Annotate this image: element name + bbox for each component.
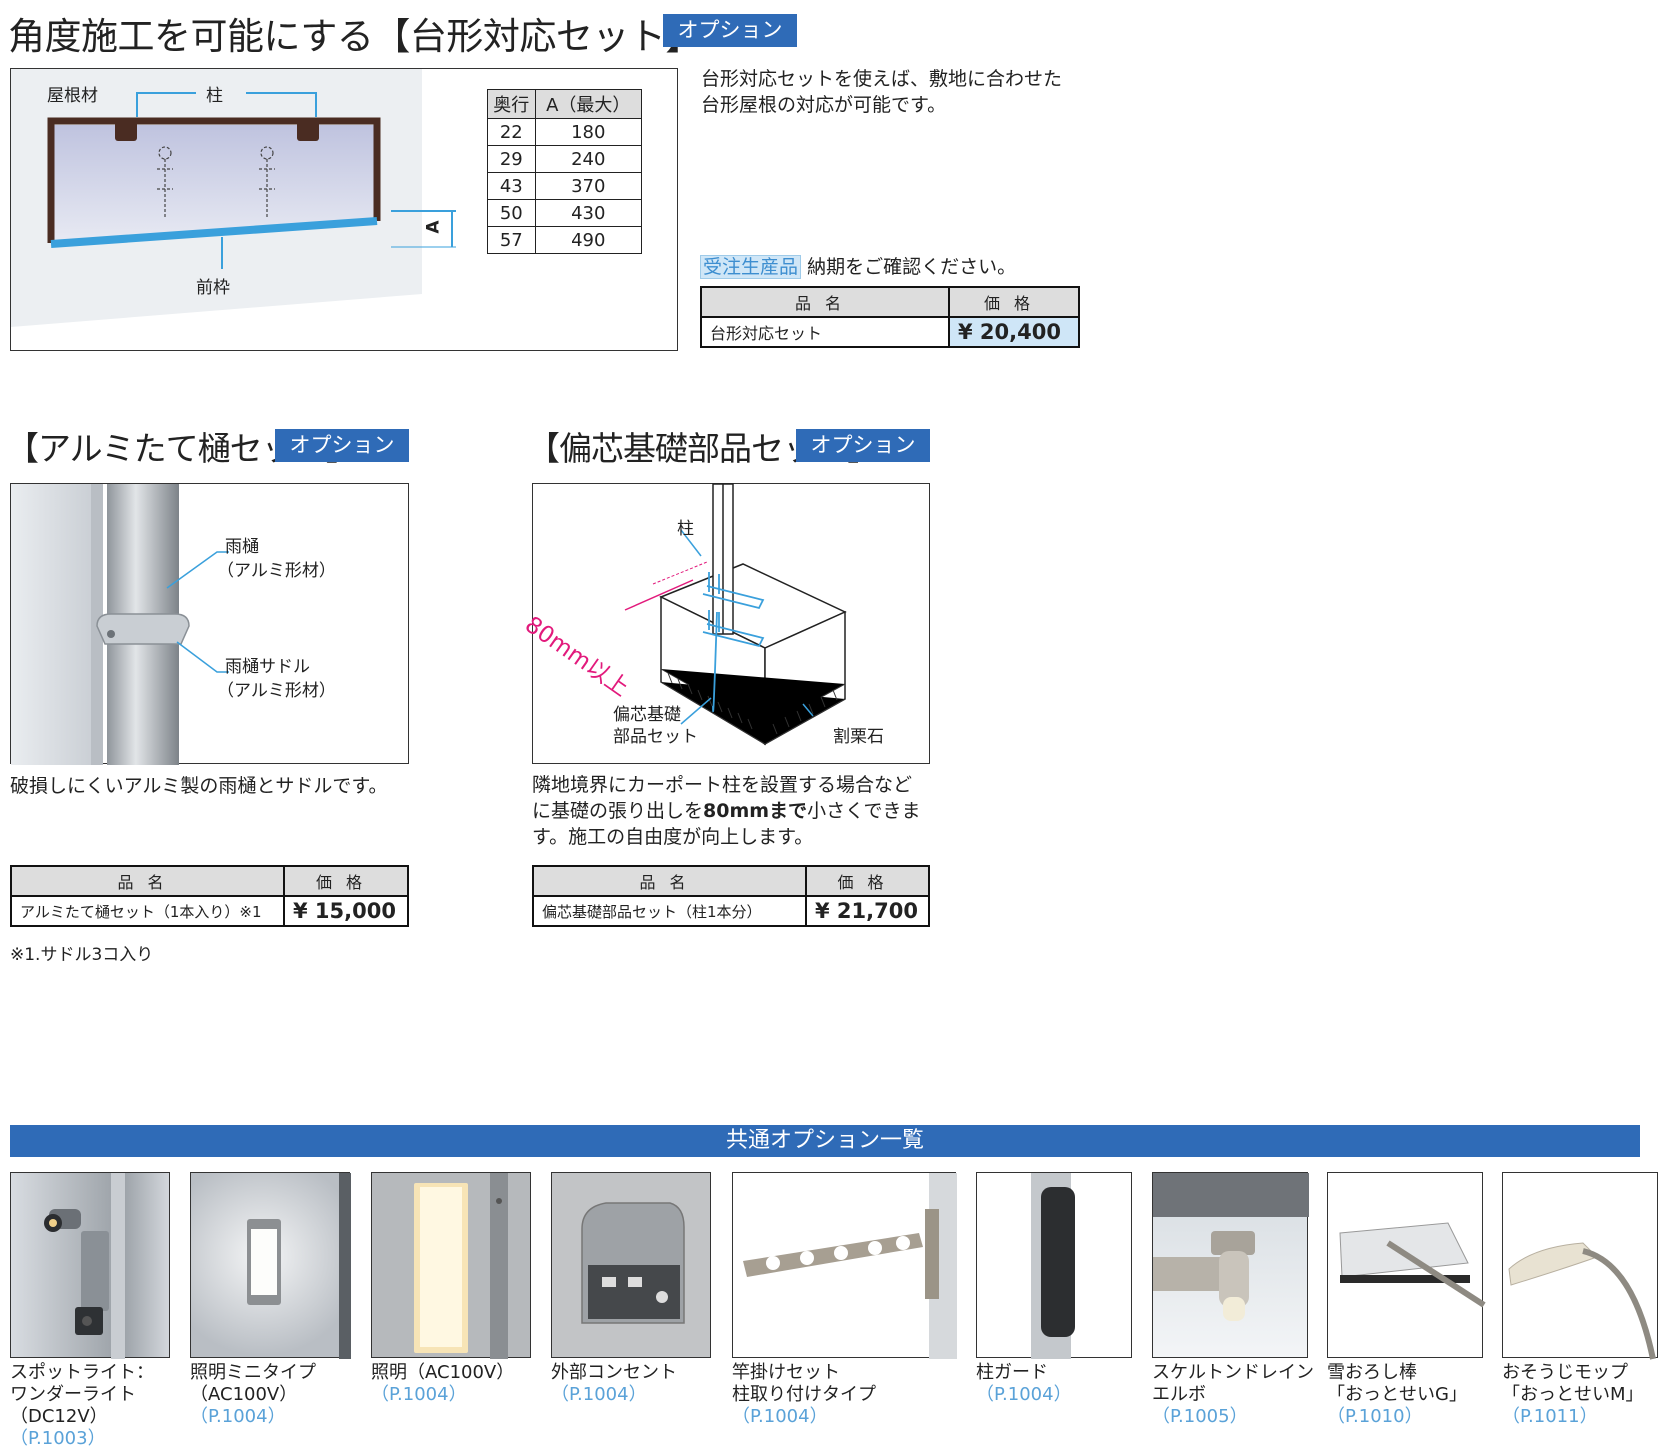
section2-price-table: 品名 価格 アルミたて樋セット（1本入り）※1 ¥ 15,000 xyxy=(10,865,409,927)
roof-material-label: 屋根材 xyxy=(47,86,98,106)
section3-description: 隣地境界にカーポート柱を設置する場合など に基礎の張り出しを80mmまで小さくで… xyxy=(532,774,921,848)
section1-price-table: 品名 価格 台形対応セット ¥ 20,400 xyxy=(700,286,1080,348)
page-link-drain-elbow[interactable]: （P.1005） xyxy=(1152,1406,1248,1427)
made-to-order-tag: 受注生産品 xyxy=(700,255,802,279)
roof-panel xyxy=(51,125,377,243)
trapezoid-diagram xyxy=(11,69,456,327)
table-row: アルミたて樋セット（1本入り）※1 ¥ 15,000 xyxy=(10,895,409,927)
person-right xyxy=(259,146,275,219)
person-left xyxy=(157,146,173,219)
crushed-stone-label: 割栗石 xyxy=(833,727,884,747)
table-row: 台形対応セット ¥ 20,400 xyxy=(700,316,1080,348)
caption-snow-rake: 雪おろし棒 「おっとせいG」 （P.1010） xyxy=(1327,1362,1467,1427)
page-link-pole-hanger[interactable]: （P.1004） xyxy=(732,1406,828,1427)
option-card-cleaning-mop[interactable] xyxy=(1502,1172,1658,1360)
page-link-snow-rake[interactable]: （P.1010） xyxy=(1327,1406,1423,1427)
option-card-pillar-guard[interactable] xyxy=(976,1172,1132,1359)
gutter-diagram xyxy=(11,484,229,765)
caption-pillar-guard: 柱ガード （P.1004） xyxy=(976,1362,1072,1405)
pillar-post xyxy=(712,483,734,635)
section2-description: 破損しにくいアルミ製の雨樋とサドルです。 xyxy=(10,775,388,797)
section3-price-table: 品名 価格 偏芯基礎部品セット（柱1本分） ¥ 21,700 xyxy=(532,865,930,927)
page-link-spotlight[interactable]: （P.1003） xyxy=(10,1428,106,1449)
saddle-material-label: （アルミ形材） xyxy=(217,681,336,701)
delivery-note: 納期をご確認ください。 xyxy=(807,256,1017,278)
gutter-saddle xyxy=(96,613,190,645)
caption-mini-light: 照明ミニタイプ （AC100V） （P.1004） xyxy=(190,1362,316,1427)
caption-outlet: 外部コンセント （P.1004） xyxy=(551,1362,677,1405)
option-card-outlet[interactable] xyxy=(551,1172,711,1358)
gutter-material-label: （アルミ形材） xyxy=(217,561,336,581)
page-link-cleaning-mop[interactable]: （P.1011） xyxy=(1502,1406,1598,1427)
caption-drain-elbow: スケルトンドレイン エルボ （P.1005） xyxy=(1152,1362,1314,1427)
common-options-header: 共通オプション一覧 xyxy=(10,1125,1640,1157)
section2-option-badge: オプション xyxy=(275,429,409,462)
table-row: 偏芯基礎部品セット（柱1本分） ¥ 21,700 xyxy=(532,895,930,927)
section1-title: 角度施工を可能にする【台形対応セット】 xyxy=(8,15,702,58)
page-link-outlet[interactable]: （P.1004） xyxy=(551,1384,647,1405)
dims-header-a: A（最大） xyxy=(534,89,643,119)
caption-spotlight: スポットライト： ワンダーライト （DC12V） （P.1003） xyxy=(10,1362,154,1449)
caption-cleaning-mop: おそうじモップ 「おっとせいM」 （P.1011） xyxy=(1502,1362,1644,1427)
option-card-pole-hanger[interactable] xyxy=(732,1172,957,1359)
saddle-label: 雨樋サドル xyxy=(225,657,310,677)
caption-light: 照明（AC100V） （P.1004） xyxy=(371,1362,515,1405)
offset-bracket-parts xyxy=(702,572,765,713)
section1-option-badge: オプション xyxy=(663,14,797,47)
dimension-a-label: A xyxy=(423,220,444,234)
order-note-row: 受注生産品 納期をご確認ください。 xyxy=(700,252,1016,279)
page-link-pillar-guard[interactable]: （P.1004） xyxy=(976,1384,1072,1405)
price-value: ¥ 20,400 xyxy=(948,316,1080,348)
dims-header-depth: 奥行 xyxy=(487,89,536,119)
page-link-light[interactable]: （P.1004） xyxy=(371,1384,467,1405)
pillar-left xyxy=(115,121,137,141)
option-card-mini-light[interactable] xyxy=(190,1172,351,1359)
option-card-spotlight[interactable] xyxy=(10,1172,170,1359)
option-card-snow-rake[interactable] xyxy=(1327,1172,1486,1358)
offset-parts-label-1: 偏芯基礎 xyxy=(613,705,681,725)
roof-frame xyxy=(47,117,381,243)
price-value: ¥ 21,700 xyxy=(805,895,930,927)
section1-description: 台形対応セットを使えば、敷地に合わせた 台形屋根の対応が可能です。 xyxy=(701,68,1063,116)
option-card-drain-elbow[interactable] xyxy=(1152,1172,1309,1358)
gutter-label: 雨樋 xyxy=(225,537,259,557)
pillar-right xyxy=(297,121,319,141)
option-card-light[interactable] xyxy=(371,1172,531,1359)
foundation-diagram xyxy=(624,483,847,746)
section2-footnote: ※1.サドル3コ入り xyxy=(10,945,154,965)
page-link-mini-light[interactable]: （P.1004） xyxy=(190,1406,286,1427)
gutter-diagram-panel: 雨樋 （アルミ形材） 雨樋サドル （アルミ形材） xyxy=(10,483,409,765)
crushed-stone-hatch xyxy=(660,668,846,745)
price-value: ¥ 15,000 xyxy=(283,895,409,927)
pillar-label: 柱 xyxy=(677,519,694,539)
front-frame-label: 前枠 xyxy=(196,278,230,298)
front-frame xyxy=(50,217,378,248)
offset-parts-label-2: 部品セット xyxy=(613,727,698,747)
caption-pole-hanger: 竿掛けセット 柱取り付けタイプ （P.1004） xyxy=(732,1362,876,1427)
pillar-label: 柱 xyxy=(206,86,223,106)
foundation-diagram-panel: 柱 80mm以上 偏芯基礎 部品セット 割栗石 xyxy=(520,483,930,764)
section3-option-badge: オプション xyxy=(796,429,930,462)
